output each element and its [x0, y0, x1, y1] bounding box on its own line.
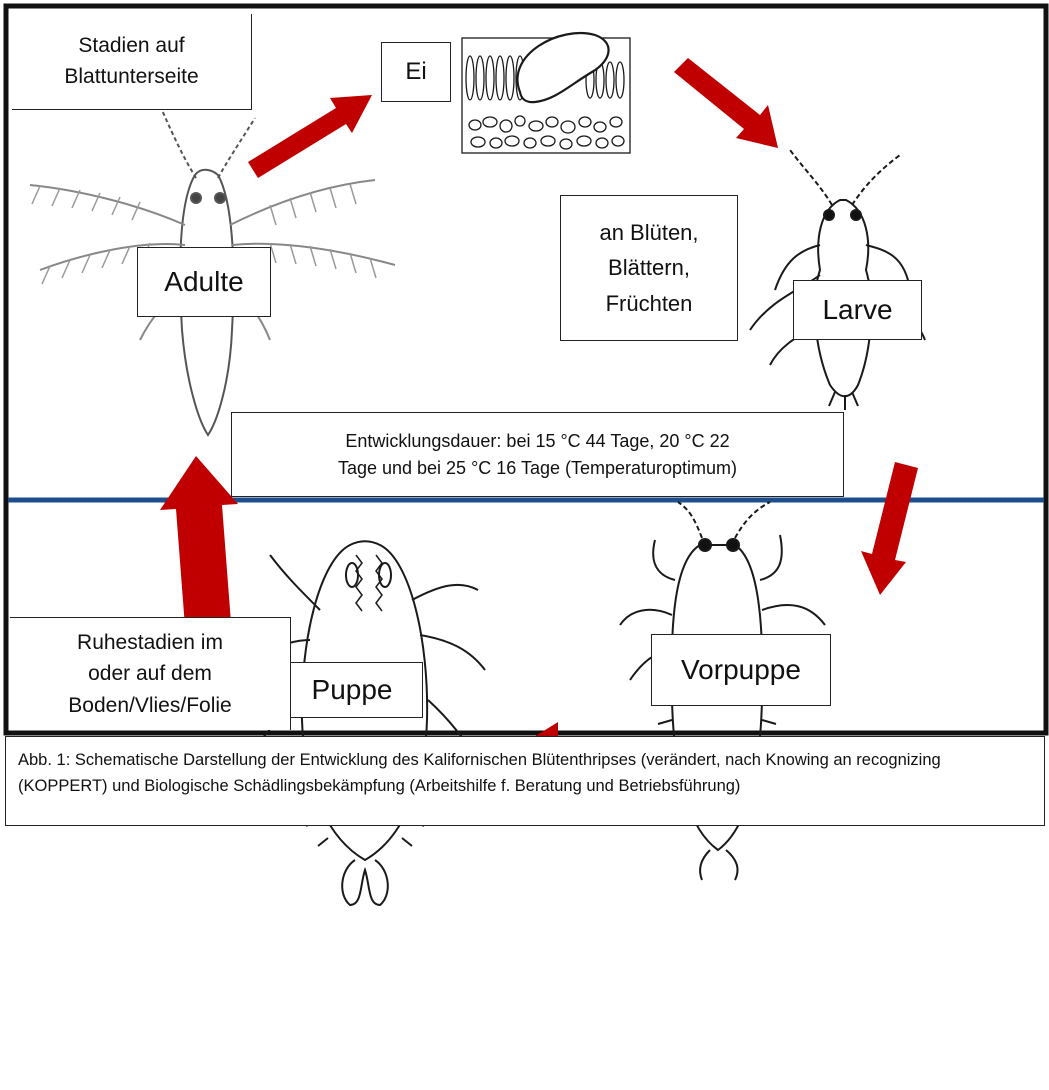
box-entwicklungsdauer: Entwicklungsdauer: bei 15 °C 44 Tage, 20…	[231, 412, 844, 497]
ei-text: Ei	[405, 58, 426, 86]
ruhestadien-text: Ruhestadien im oder auf dem Boden/Vlies/…	[68, 627, 231, 722]
arrow-pupa-to-adult	[160, 456, 238, 640]
puppe-text: Puppe	[312, 674, 393, 706]
vorpuppe-text: Vorpuppe	[681, 654, 801, 686]
box-puppe: Puppe	[281, 662, 423, 718]
arrow-egg-to-larva	[674, 58, 778, 148]
box-vorpuppe: Vorpuppe	[651, 634, 831, 706]
adulte-text: Adulte	[164, 266, 243, 298]
arrow-larva-to-prepupa	[861, 462, 918, 595]
larve-text: Larve	[822, 294, 892, 326]
box-ei: Ei	[381, 42, 451, 102]
box-adulte: Adulte	[137, 247, 271, 317]
box-ruhestadien-text-box: Ruhestadien im oder auf dem Boden/Vlies/…	[10, 617, 291, 730]
leaf-section-drawing	[462, 33, 630, 153]
box-an-blueten: an Blüten, Blättern, Früchten	[560, 195, 738, 341]
egg-shape	[517, 33, 608, 102]
figure-caption: Abb. 1: Schematische Darstellung der Ent…	[5, 736, 1045, 826]
entwicklungsdauer-text: Entwicklungsdauer: bei 15 °C 44 Tage, 20…	[338, 428, 737, 482]
box-larve: Larve	[793, 280, 922, 340]
an-blueten-text: an Blüten, Blättern, Früchten	[599, 215, 698, 321]
box-stadien-blattunterseite: Stadien auf Blattunterseite	[12, 14, 252, 110]
caption-text: Abb. 1: Schematische Darstellung der Ent…	[18, 751, 941, 795]
stadien-blattunterseite-text: Stadien auf Blattunterseite	[64, 31, 198, 92]
arrow-adult-to-egg	[248, 95, 372, 178]
